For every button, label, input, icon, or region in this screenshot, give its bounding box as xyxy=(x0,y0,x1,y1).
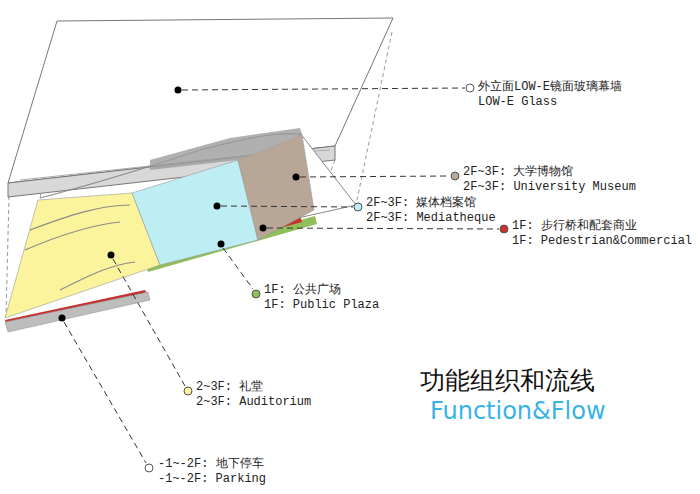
callout-label: 1F: Pedestrian&Commercial xyxy=(512,234,692,249)
callout-label: LOW-E Glass xyxy=(478,95,557,110)
callout-label: 外立面LOW-E镜面玻璃幕墙 xyxy=(478,80,622,95)
subtitle-text: Function&Flow xyxy=(430,398,606,425)
callout-label: 1F: 步行桥和配套商业 xyxy=(512,219,637,234)
callout-label: 1F: 公共广场 xyxy=(264,283,341,298)
callout-label: 1F: Public Plaza xyxy=(264,298,379,313)
callout-label: 2~3F: 礼堂 xyxy=(196,380,263,395)
callout-label: -1~-2F: Parking xyxy=(158,472,266,487)
callout-label: 2F~3F: Mediatheque xyxy=(366,211,496,226)
callout-label: 2F~3F: 大学博物馆 xyxy=(463,165,573,180)
callout-label: 2F~3F: University Museum xyxy=(463,180,636,195)
callout-label: 2F~3F: 媒体档案馆 xyxy=(366,196,476,211)
callout-label: -1~-2F: 地下停车 xyxy=(158,457,264,472)
callout-label: 2~3F: Auditorium xyxy=(196,395,311,410)
diagram-title: 功能组织和流线 xyxy=(420,367,595,395)
